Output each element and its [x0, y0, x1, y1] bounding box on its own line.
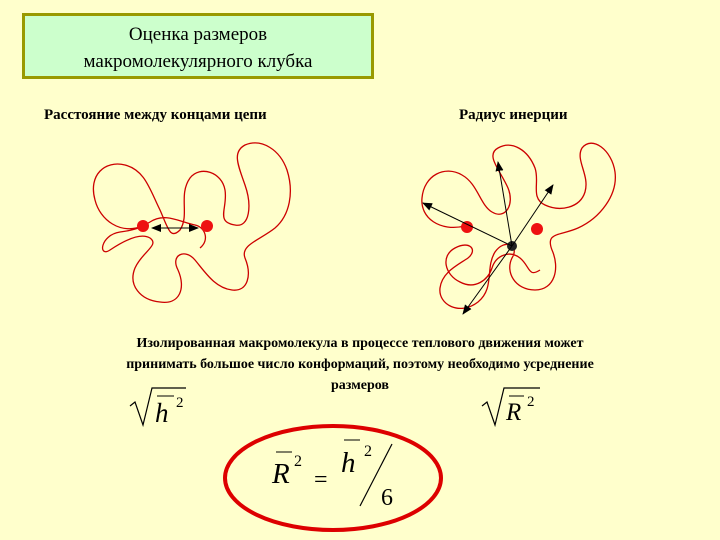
left-polymer-coil — [92, 142, 291, 303]
radius-of-gyration-relation: R 2 = h 2 6 — [271, 439, 393, 511]
title-line-1: Оценка размеров — [128, 24, 268, 45]
label-radius-of-gyration: Радиус инерции — [459, 107, 568, 123]
right-polymer-coil — [421, 142, 616, 310]
formula-highlight-ellipse — [223, 424, 443, 532]
formula-equals: = — [314, 467, 328, 493]
radius-arrow-up — [495, 161, 513, 247]
chain-end-dot-a — [461, 221, 473, 233]
sqrt-h-squared-formula: h 2 — [129, 387, 186, 428]
description-line-2: принимать большое число конформаций, поэ… — [126, 357, 594, 372]
formula-h: h — [341, 447, 356, 479]
radius-arrow-down — [462, 245, 513, 315]
description-line-3: размеров — [331, 378, 389, 393]
r-exponent: 2 — [527, 394, 535, 410]
formula-r-exp: 2 — [294, 453, 302, 470]
radius-arrow-upright — [511, 184, 554, 247]
r-symbol: R — [505, 399, 521, 426]
description-line-1: Изолированная макромолекула в процессе т… — [136, 336, 584, 351]
h-symbol: h — [155, 398, 169, 428]
description-text: Изолированная макромолекула в процессе т… — [40, 333, 680, 396]
formula-h-exp: 2 — [364, 443, 372, 460]
formula-r: R — [271, 458, 290, 490]
h-exponent: 2 — [176, 395, 184, 411]
chain-end-dot-b — [531, 223, 543, 235]
left-chain-end-dot — [137, 220, 149, 232]
sqrt-r-squared-formula: R 2 — [481, 387, 540, 428]
label-end-to-end-distance: Расстояние между концами цепи — [44, 107, 267, 123]
formula-six: 6 — [381, 485, 393, 511]
title-line-2: макромолекулярного клубка — [83, 51, 313, 72]
right-chain-end-dot — [201, 220, 213, 232]
title-box: Оценка размеров макромолекулярного клубк… — [22, 13, 374, 79]
radius-arrow-left — [422, 202, 513, 247]
